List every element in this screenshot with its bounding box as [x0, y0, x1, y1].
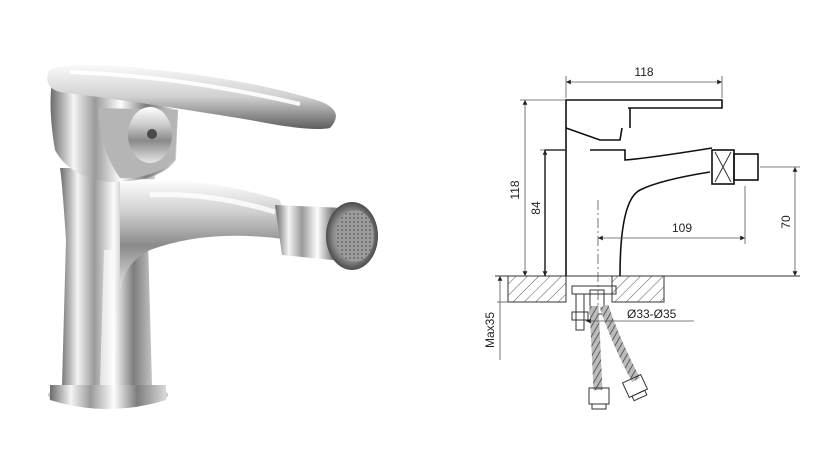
countertop-section — [495, 275, 800, 303]
mounting-hardware — [571, 285, 617, 331]
faucet-base — [48, 383, 168, 409]
faucet-spout — [120, 179, 290, 290]
faucet-photo — [47, 64, 378, 409]
dim-top-width: 118 — [565, 65, 723, 98]
dim-label-max-thickness: Max35 — [483, 312, 497, 348]
dim-spout-reach: 109 — [598, 186, 746, 244]
dim-label-body-height: 84 — [529, 201, 543, 215]
flexible-hoses — [588, 304, 649, 410]
dim-label-spout-reach: 109 — [672, 221, 692, 235]
dim-max-thickness: Max35 — [483, 276, 508, 360]
lever-handle[interactable] — [47, 64, 336, 129]
aerator-nozzle — [275, 202, 378, 270]
cartridge-housing — [50, 80, 178, 182]
dim-hole-diameter: Ø33-Ø35 — [586, 307, 694, 324]
dim-label-spout-height: 70 — [779, 215, 793, 229]
dim-body-height: 84 — [529, 149, 566, 276]
dim-label-overall-height: 118 — [508, 180, 522, 199]
dim-spout-height: 70 — [760, 166, 800, 276]
lever-screw-icon — [147, 129, 157, 139]
dim-overall-height: 118 — [508, 99, 566, 276]
dim-label-hole-diameter: Ø33-Ø35 — [627, 307, 677, 321]
dim-label-top-width: 118 — [634, 65, 653, 79]
aerator-mesh-icon — [336, 210, 374, 262]
faucet-outline — [544, 99, 759, 277]
